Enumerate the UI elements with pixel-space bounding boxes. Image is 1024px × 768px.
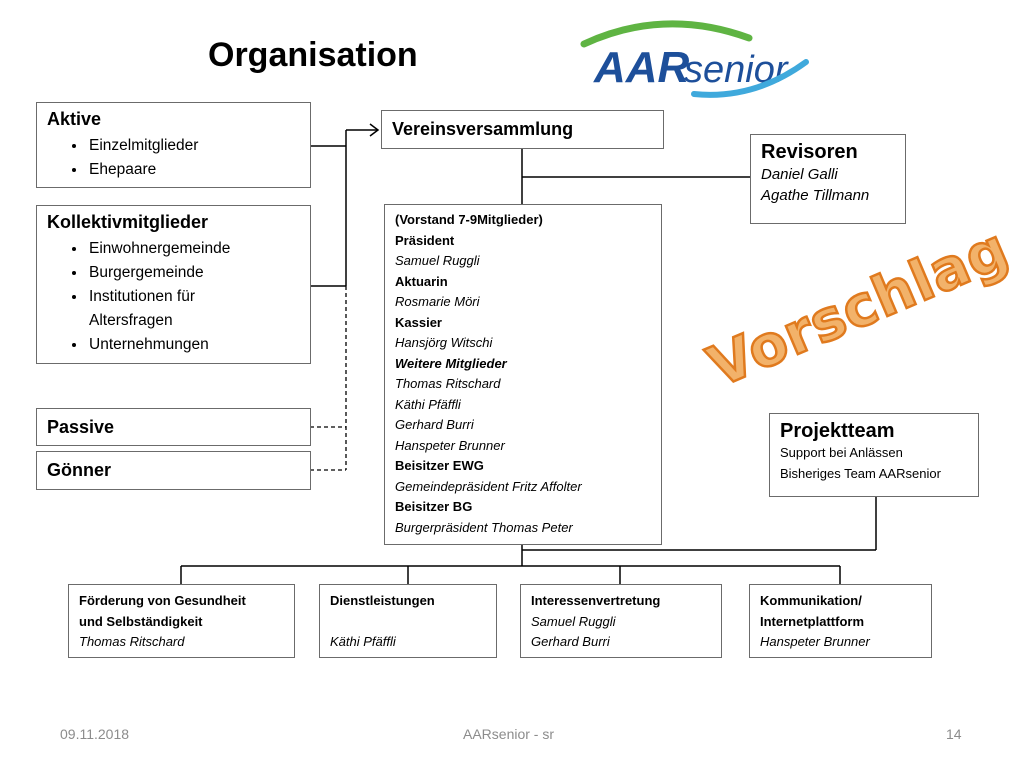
footer-center: AARsenior - sr <box>463 726 555 742</box>
vorstand-line: Beisitzer BG <box>395 499 473 514</box>
vorstand-line: Aktuarin <box>395 273 448 289</box>
ressort-title: Kommunikation/ <box>760 593 862 608</box>
vorstand-line: Gemeindepräsident Fritz Affolter <box>395 478 582 494</box>
ressort-title <box>330 612 486 633</box>
kollektiv-item: Burgergemeinde <box>87 261 300 285</box>
vorstand-line: Burgerpräsident Thomas Peter <box>395 519 573 535</box>
page-title: Organisation <box>208 36 418 74</box>
ressort-title: und Selbständigkeit <box>79 613 203 629</box>
ressort-title: Dienstleistungen <box>330 593 435 608</box>
ressort-name: Hanspeter Brunner <box>760 634 870 649</box>
vorstand-line: Hansjörg Witschi <box>395 335 493 350</box>
vorstand-header: (Vorstand 7-9Mitglieder) <box>395 212 543 227</box>
footer-date: 09.11.2018 <box>60 726 130 742</box>
projektteam-line: Bisheriges Team AARsenior <box>780 465 941 481</box>
vorstand-line: Thomas Ritschard <box>395 376 501 391</box>
ressort-name: Käthi Pfäffli <box>330 634 396 649</box>
revisoren-title: Revisoren <box>761 141 858 163</box>
projektteam-line: Support bei Anlässen <box>780 445 903 460</box>
vorstand-line: Hanspeter Brunner <box>395 437 505 453</box>
logo-suffix: senior <box>684 49 789 91</box>
kollektiv-item: Einwohnergemeinde <box>87 237 300 261</box>
vorstand-box: (Vorstand 7-9Mitglieder) Präsident Samue… <box>384 204 662 545</box>
vereinsversammlung-box: Vereinsversammlung <box>381 110 664 149</box>
vereinsversammlung-title: Vereinsversammlung <box>392 119 574 139</box>
passive-title: Passive <box>47 417 115 437</box>
kollektiv-item: Unternehmungen <box>87 333 300 357</box>
vorstand-line: Präsident <box>395 232 455 248</box>
projektteam-title: Projektteam <box>780 420 895 442</box>
goenner-box: Gönner <box>36 451 311 490</box>
vorstand-line: Käthi Pfäffli <box>395 396 461 412</box>
ressort-title: Förderung von Gesundheit <box>79 593 246 608</box>
ressort-box: Interessenvertretung Samuel Ruggli Gerha… <box>520 584 722 658</box>
ressort-name: Samuel Ruggli <box>531 613 616 629</box>
vorstand-line: Gerhard Burri <box>395 417 474 432</box>
revisoren-box: Revisoren Daniel Galli Agathe Tillmann <box>750 134 906 224</box>
kollektiv-title: Kollektivmitglieder <box>47 212 209 232</box>
kollektiv-box: Kollektivmitglieder Einwohnergemeinde Bu… <box>36 205 311 364</box>
aktive-item: Ehepaare <box>87 158 300 182</box>
ressort-title: Interessenvertretung <box>531 593 661 608</box>
kollektiv-item: Institutionen für Altersfragen <box>87 285 239 333</box>
aktive-title: Aktive <box>47 109 102 129</box>
projektteam-box: Projektteam Support bei Anlässen Bisheri… <box>769 413 979 497</box>
vorstand-line: Kassier <box>395 314 442 330</box>
ressort-box: Kommunikation/ Internetplattform Hanspet… <box>749 584 932 658</box>
aktive-item: Einzelmitglieder <box>87 134 300 158</box>
ressort-box: Förderung von Gesundheit und Selbständig… <box>68 584 295 658</box>
ressort-name: Thomas Ritschard <box>79 634 185 649</box>
vorstand-line: Beisitzer EWG <box>395 458 484 473</box>
logo-prefix: AAR <box>593 43 690 92</box>
vorstand-line: Samuel Ruggli <box>395 253 480 268</box>
aktive-box: Aktive Einzelmitglieder Ehepaare <box>36 102 311 188</box>
ressort-box: Dienstleistungen Käthi Pfäffli <box>319 584 497 658</box>
vorstand-line: Rosmarie Möri <box>395 294 480 309</box>
ressort-name: Gerhard Burri <box>531 634 610 649</box>
vorstand-line: Weitere Mitglieder <box>395 355 507 371</box>
footer-page-number: 14 <box>946 726 962 742</box>
revisor-name: Agathe Tillmann <box>761 187 870 204</box>
passive-box: Passive <box>36 408 311 446</box>
ressort-title: Internetplattform <box>760 613 864 629</box>
aarsenior-logo: AAR senior <box>574 12 814 107</box>
revisor-name: Daniel Galli <box>761 166 838 183</box>
goenner-title: Gönner <box>47 460 112 480</box>
